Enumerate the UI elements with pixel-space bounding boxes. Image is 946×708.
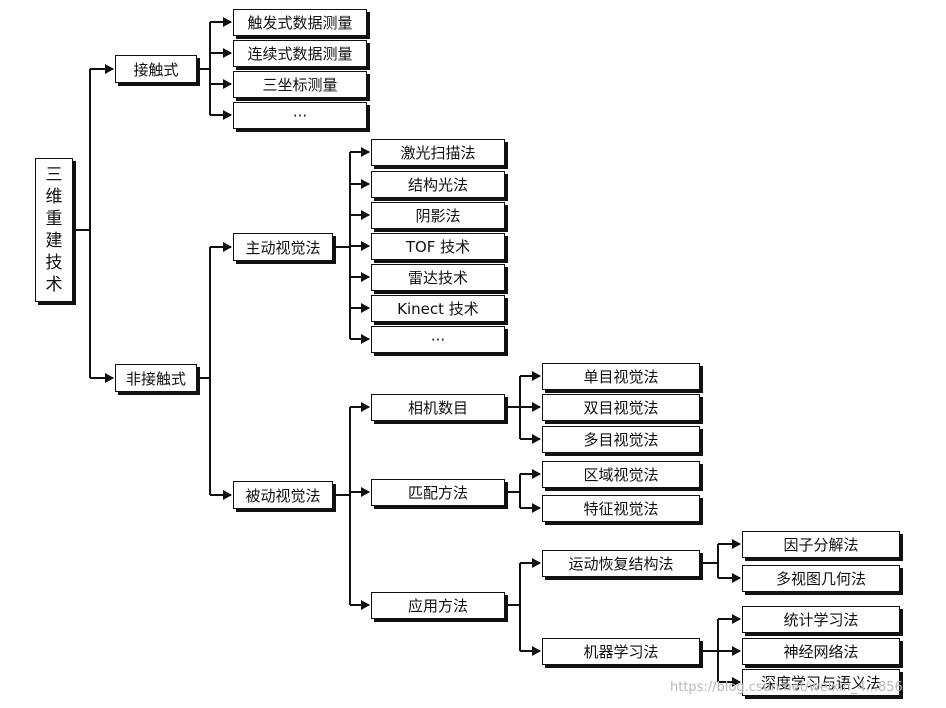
active-vision-item: Kinect 技术 <box>371 295 505 322</box>
camera-count-item: 单目视觉法 <box>542 363 700 390</box>
contact-item: 触发式数据测量 <box>233 9 367 36</box>
camera-count-item: 双目视觉法 <box>542 394 700 421</box>
ml-item: 深度学习与语义法 <box>742 669 900 696</box>
arrowhead <box>732 539 741 549</box>
application-node: 应用方法 <box>371 592 505 619</box>
arrowhead <box>223 110 232 120</box>
arrowhead <box>223 79 232 89</box>
arrowhead <box>105 373 114 383</box>
arrowhead <box>361 210 370 220</box>
arrowhead <box>361 241 370 251</box>
passive-vision-node: 被动视觉法 <box>233 481 333 509</box>
matching-item: 特征视觉法 <box>542 495 700 522</box>
ml-node: 机器学习法 <box>542 638 700 665</box>
noncontact-node: 非接触式 <box>115 364 197 392</box>
camera-count-node: 相机数目 <box>371 394 505 421</box>
contact-item: 连续式数据测量 <box>233 40 367 67</box>
root-char: 建 <box>45 231 63 251</box>
arrowhead <box>732 677 741 687</box>
sfm-item: 因子分解法 <box>742 531 900 558</box>
arrowhead <box>223 242 232 252</box>
arrowhead <box>732 573 741 583</box>
root-char: 术 <box>45 275 63 295</box>
arrowhead <box>732 646 741 656</box>
active-vision-item: 激光扫描法 <box>371 139 505 166</box>
arrowhead <box>361 600 370 610</box>
active-vision-item: 雷达技术 <box>371 264 505 291</box>
contact-item: ··· <box>233 102 367 129</box>
arrowhead <box>361 303 370 313</box>
arrowhead <box>532 646 541 656</box>
sfm-item: 多视图几何法 <box>742 565 900 592</box>
camera-count-item: 多目视觉法 <box>542 426 700 453</box>
root-node: 三 维 重 建 技 术 <box>35 158 73 302</box>
active-vision-item: 结构光法 <box>371 171 505 198</box>
arrowhead <box>105 64 114 74</box>
contact-item: 三坐标测量 <box>233 71 367 98</box>
root-char: 重 <box>45 209 63 229</box>
matching-node: 匹配方法 <box>371 479 505 506</box>
arrowhead <box>532 503 541 513</box>
matching-item: 区域视觉法 <box>542 461 700 488</box>
arrowhead <box>361 402 370 412</box>
arrowhead <box>223 17 232 27</box>
arrowhead <box>532 434 541 444</box>
contact-node: 接触式 <box>115 55 197 83</box>
arrowhead <box>532 402 541 412</box>
ml-item: 统计学习法 <box>742 606 900 633</box>
arrowhead <box>532 469 541 479</box>
arrowhead <box>223 490 232 500</box>
active-vision-item: 阴影法 <box>371 202 505 229</box>
root-char: 三 <box>45 165 63 185</box>
root-char: 维 <box>45 187 63 207</box>
active-vision-item: TOF 技术 <box>371 233 505 260</box>
arrowhead <box>361 334 370 344</box>
watermark-text: https://blog.csdn.net/weixin_4...856 <box>670 680 903 695</box>
arrowhead <box>532 371 541 381</box>
arrowhead <box>532 558 541 568</box>
active-vision-node: 主动视觉法 <box>233 233 333 261</box>
arrowhead <box>732 614 741 624</box>
sfm-node: 运动恢复结构法 <box>542 550 700 577</box>
root-char: 技 <box>45 253 63 273</box>
arrowhead <box>223 48 232 58</box>
active-vision-item: ··· <box>371 326 505 353</box>
arrowhead <box>361 272 370 282</box>
ml-item: 神经网络法 <box>742 638 900 665</box>
arrowhead <box>361 147 370 157</box>
arrowhead <box>361 179 370 189</box>
arrowhead <box>361 487 370 497</box>
